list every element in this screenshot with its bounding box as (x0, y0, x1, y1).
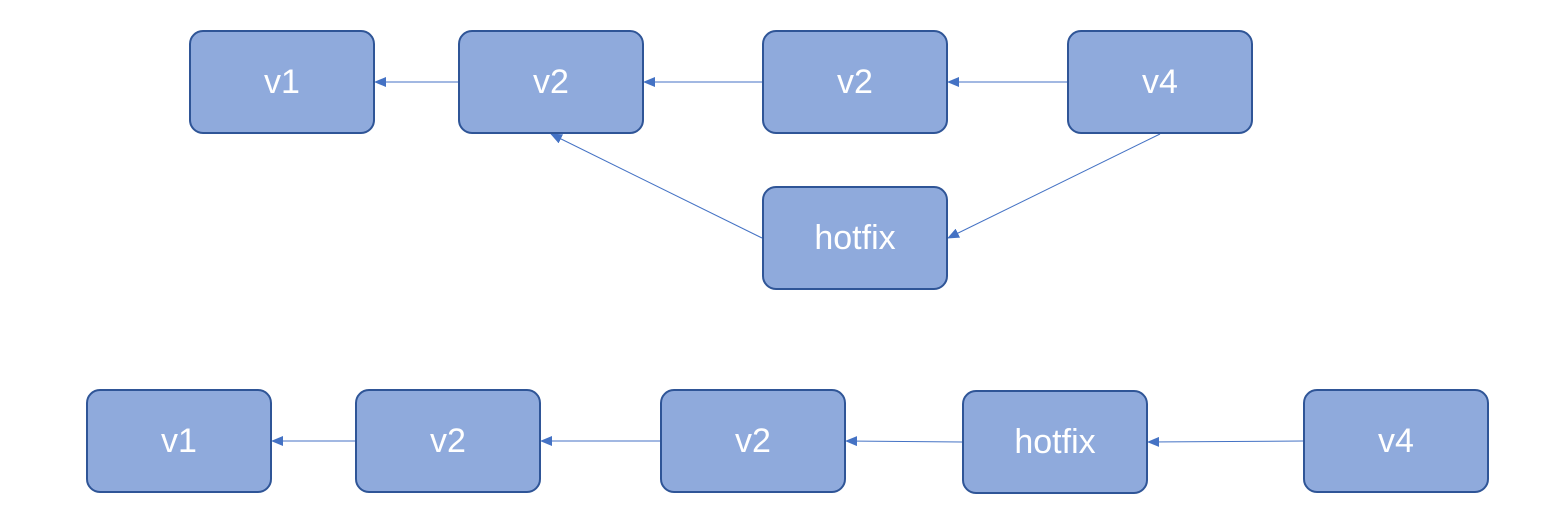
bottom-node-v4[interactable]: v4 (1303, 389, 1489, 493)
bottom-node-v2-second-label: v2 (735, 421, 771, 460)
top-edge-t-hotfix-to-t-v2a (550, 133, 763, 239)
top-node-hotfix-label: hotfix (814, 218, 896, 257)
bottom-node-hotfix-label: hotfix (1014, 422, 1096, 461)
bottom-node-v1[interactable]: v1 (86, 389, 272, 493)
top-node-v1[interactable]: v1 (189, 30, 375, 134)
bottom-edge-b-v4-to-b-hotfix (1147, 436, 1304, 447)
top-node-hotfix[interactable]: hotfix (762, 186, 948, 290)
bottom-node-v1-label: v1 (161, 421, 197, 460)
top-node-v2-first-label: v2 (533, 62, 569, 101)
bottom-edge-b-hotfix-to-b-v2b (845, 436, 963, 447)
top-node-v4-label: v4 (1142, 62, 1178, 101)
bottom-node-v4-label: v4 (1378, 421, 1414, 460)
top-node-v4[interactable]: v4 (1067, 30, 1253, 134)
top-node-v1-label: v1 (264, 62, 300, 101)
top-edge-t-v4-to-t-hotfix (947, 133, 1161, 239)
edges-layer (271, 77, 1304, 447)
bottom-node-hotfix[interactable]: hotfix (962, 390, 1148, 494)
bottom-node-v2-first-label: v2 (430, 421, 466, 460)
top-node-v2-second-label: v2 (837, 62, 873, 101)
bottom-node-v2-second[interactable]: v2 (660, 389, 846, 493)
bottom-node-v2-first[interactable]: v2 (355, 389, 541, 493)
top-node-v2-second[interactable]: v2 (762, 30, 948, 134)
top-node-v2-first[interactable]: v2 (458, 30, 644, 134)
